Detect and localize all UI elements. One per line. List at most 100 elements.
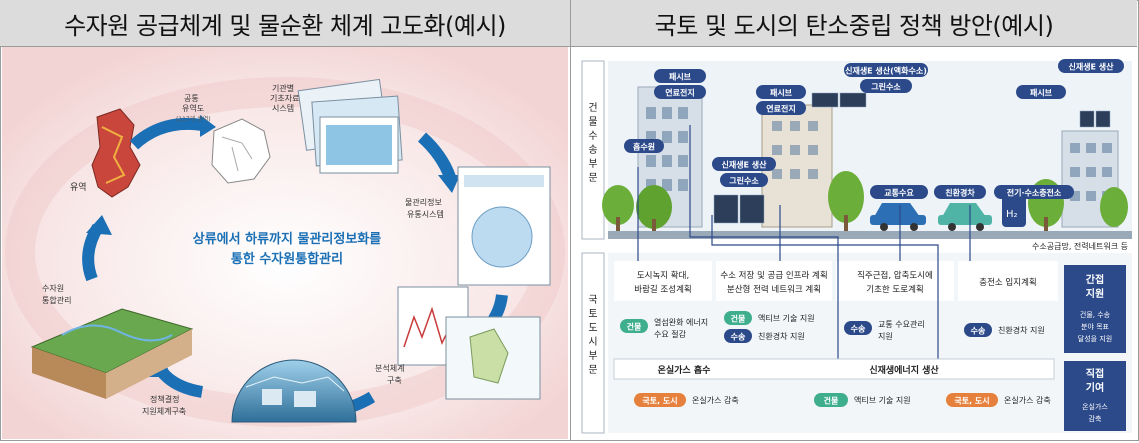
policy-box-2 [716,261,832,301]
support-2-text: 액티브 기술 지원 [758,313,815,323]
support-transport-tag-4 [964,323,992,337]
passive-tag-right [1016,85,1066,99]
info-system-screen [457,166,551,286]
land-sector-label: 도 [588,323,597,334]
indirect-support-box [1064,265,1126,353]
label-analysis-2: 구축 [387,376,402,385]
policy-1-line2: 바람길 조성계획 [634,284,691,295]
basin-map-icon [211,118,271,184]
support-3-text2: 지원 [878,332,893,341]
svg-text:H₂: H₂ [1006,209,1018,220]
building-sector-label: 건 [588,102,597,114]
land-sector-label: 부 [588,351,597,362]
land-sector-label: 시 [588,336,597,348]
building-text-bottom: 액티브 기술 지원 [854,395,911,405]
renewable-production-label: 신재생에너지 생산 [869,364,939,376]
policy-3-line2: 기초한 도로계획 [866,284,923,295]
greenh2-tag-mid [720,173,768,187]
land-city-tag-1-label: 국토, 도시 [642,397,677,406]
building-tag-bottom [814,393,848,407]
charging-tag [994,185,1074,199]
direct-desc1: 온실가스 [1082,402,1108,411]
greenh2-tag-top-label: 그린수소 [871,82,901,92]
renewable-tag-mid-label: 신재생E 생산 [721,160,767,170]
ghg-row [613,358,1055,380]
support-building-tag-1-label: 건물 [627,322,642,332]
water-management-diagram: 유역 공통 유역도 (117개 권역) 기관별 기초자료 시스템 물관리정보 유… [2,47,568,439]
panel-divider [570,0,571,441]
center-text-line1: 상류에서 하류까지 물관리정보화를 [193,231,381,247]
ecocar-tag-label: 친환경차 [945,188,975,198]
charging-tag-label: 전기·수소충전소 [1007,188,1062,198]
label-ws-2: 기초자료 [270,94,299,103]
direct-title1: 직접 [1086,367,1104,380]
building-sector-label: 송 [588,144,597,156]
support-transport-tag-2 [724,329,752,343]
terrain-block [30,308,194,399]
label-ws-1: 기관별 [272,83,294,93]
road [608,231,1132,239]
label-analysis-1: 분석체계 [375,363,404,373]
greenh2-tag-mid-label: 그린수소 [729,176,759,186]
indirect-title2: 지원 [1086,287,1104,300]
water-system-screens [297,78,403,174]
policy-4-line1: 충전소 입지계획 [979,277,1036,288]
fuelcell-tag-1-label: 연료전지 [665,88,694,98]
label-public-1: 공통 [184,94,199,103]
fuelcell-tag-2-label: 연료전지 [766,104,795,114]
land-city-text-2: 온실가스 감축 [1004,395,1051,405]
building-sector-label: 부 [588,159,597,170]
support-2b-text: 친환경차 지원 [758,331,805,341]
passive-tag-1-label: 패시브 [669,72,692,82]
center-text-line2: 통한 수자원통합관리 [231,251,343,267]
passive-tag-2-label: 패시브 [770,88,793,98]
building-sector-box [581,60,605,240]
support-transport-tag-2-label: 수송 [731,332,746,342]
analysis-screens [397,286,541,400]
building-sector-label: 수 [588,130,597,142]
label-decision-2: 지원체계구축 [142,406,186,416]
label-integrated-2: 통합관리 [42,295,71,305]
label-ws-3: 시스템 [272,103,294,113]
land-sector-label: 토 [588,309,597,320]
fuelcell-tag-1 [654,85,706,99]
building-mid [761,104,833,228]
land-sector-label: 국 [588,294,597,306]
left-panel-title: 수자원 공급체계 및 물순환 체계 고도화(예시) [0,0,571,47]
support-4-text: 친환경차 지원 [998,325,1045,335]
indirect-desc2: 분야 목표 [1081,322,1110,331]
absorb-tag-label: 흡수원 [633,142,655,152]
support-transport-tag-3 [844,321,872,335]
land-sector-box [581,252,605,434]
direct-title2: 기여 [1086,381,1104,394]
support-1-text1: 열섬완화 에너지 [654,317,708,327]
policy-box-1 [614,261,712,301]
support-transport-tag-3-label: 수송 [851,324,866,334]
policy-box-4 [958,261,1058,301]
connector-lines [637,125,971,369]
left-panel: 유역 공통 유역도 (117개 권역) 기관별 기초자료 시스템 물관리정보 유… [2,47,568,439]
land-city-tag-1 [634,393,686,407]
ecocar-tag [934,185,986,199]
support-building-tag-2-label: 건물 [731,314,746,324]
korea-map-icon [91,108,141,198]
policy-2-line1: 수소 저장 및 공급 인프라 계획 [720,270,827,281]
supply-network-label: 수소공급망, 전력네트워크 등 [1032,241,1128,251]
land-city-text-1: 온실가스 감축 [692,395,739,405]
support-building-tag-1 [620,319,648,333]
label-public-3: (117개 권역) [176,115,211,123]
indirect-desc1: 건물, 수송 [1080,310,1111,319]
support-building-tag-2 [724,311,752,325]
land-city-tag-2 [946,393,998,407]
decision-dome [231,359,357,423]
renewable-tag-top [844,63,928,77]
land-city-tag-2-label: 국토, 도시 [954,397,989,406]
car-icons [870,203,992,231]
passive-tag-2 [756,85,806,99]
building-sector-label: 물 [588,116,597,128]
traffic-tag-label: 교통수요 [884,188,914,198]
arrow-to-basin [129,117,203,150]
greenh2-tag-top [860,79,912,93]
